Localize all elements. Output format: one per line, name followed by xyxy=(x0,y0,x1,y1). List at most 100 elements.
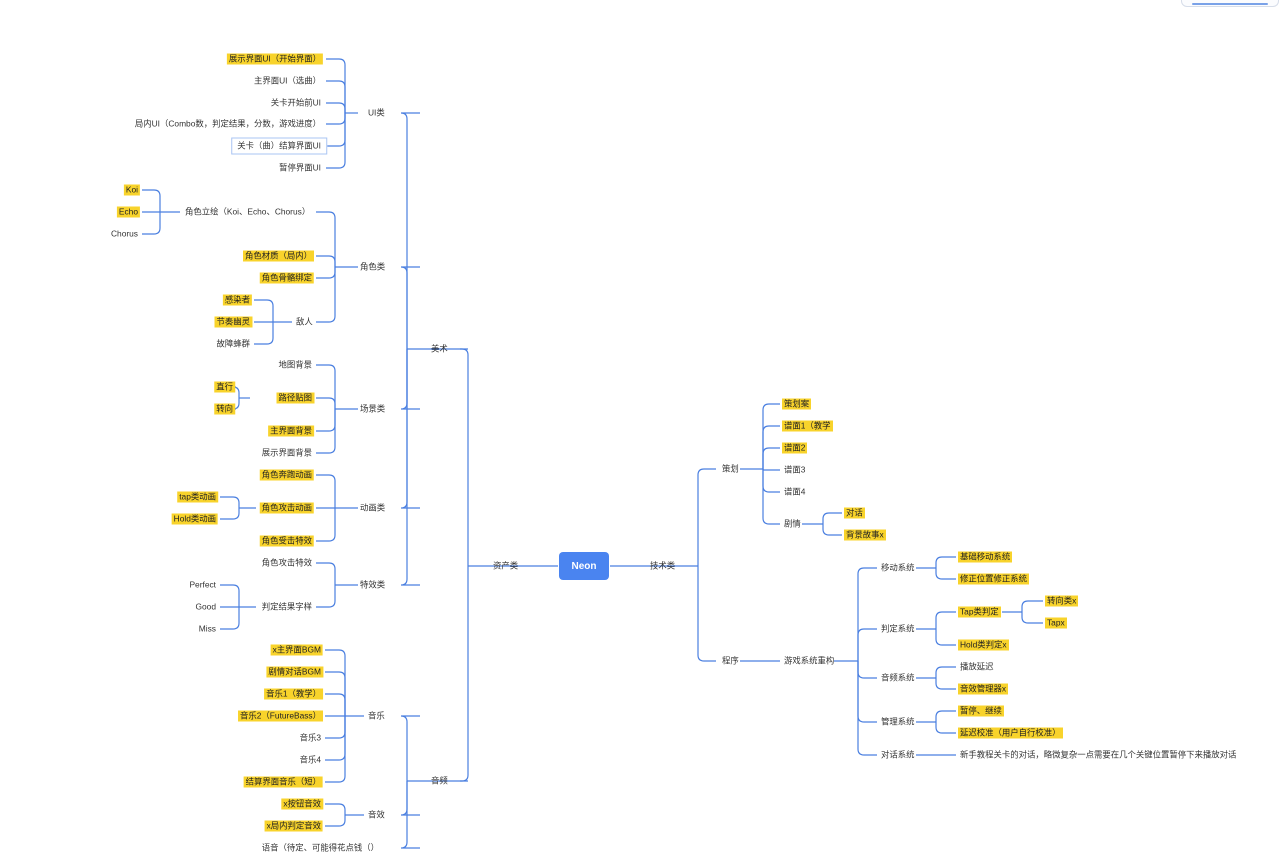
node-ui[interactable]: UI类 xyxy=(368,107,385,118)
node-sfx-item[interactable]: x局内判定音效 xyxy=(264,820,323,832)
node-enemy-item[interactable]: 故障蜂群 xyxy=(216,338,251,349)
node-judge[interactable]: 判定系统 xyxy=(881,623,915,634)
node-anim[interactable]: 动画类 xyxy=(360,502,386,513)
connector xyxy=(316,474,336,508)
connector xyxy=(935,666,956,678)
node-path-tex[interactable]: 路径贴图 xyxy=(276,392,314,404)
node-music-item[interactable]: 结算界面音乐（短） xyxy=(243,776,323,788)
node-enemy[interactable]: 敌人 xyxy=(296,316,313,327)
node-art[interactable]: 美术 xyxy=(431,343,448,354)
connector xyxy=(326,102,346,113)
node-tap-item[interactable]: Tapx xyxy=(1045,617,1067,629)
node-move[interactable]: 移动系统 xyxy=(881,562,915,573)
node-main-bg[interactable]: 主界面背景 xyxy=(268,425,314,437)
node-assets[interactable]: 资产类 xyxy=(493,560,519,571)
node-design-item[interactable]: 谱面2 xyxy=(782,442,808,454)
node-sound-item[interactable]: 播放延迟 xyxy=(960,661,994,672)
node-design-item[interactable]: 谱面3 xyxy=(784,464,806,475)
node-ui-item[interactable]: 展示界面UI（开始界面） xyxy=(226,53,323,65)
node-hold[interactable]: Hold类判定x xyxy=(958,639,1009,651)
node-story-item[interactable]: 背景故事x xyxy=(844,529,886,541)
node-music[interactable]: 音乐 xyxy=(368,710,385,721)
connector xyxy=(325,815,346,827)
connector xyxy=(935,556,956,568)
node-design[interactable]: 策划 xyxy=(722,463,739,474)
node-manage-item[interactable]: 延迟校准（用户自行校准） xyxy=(958,727,1063,739)
node-dialog[interactable]: 对话系统 xyxy=(881,749,915,760)
connector xyxy=(142,212,161,235)
node-move-item[interactable]: 基础移动系统 xyxy=(958,551,1013,563)
node-run[interactable]: 角色奔跑动画 xyxy=(259,469,314,481)
node-music-item[interactable]: x主界面BGM xyxy=(270,644,323,656)
node-judge-font-item[interactable]: Good xyxy=(195,601,217,612)
node-attack-item[interactable]: Hold类动画 xyxy=(171,513,218,525)
node-sfx-item[interactable]: x按钮音效 xyxy=(281,798,323,810)
node-music-item[interactable]: 音乐1（教学） xyxy=(264,688,323,700)
connector xyxy=(400,112,420,349)
node-arch[interactable]: 游戏系统重构 xyxy=(784,655,835,666)
node-portrait-item[interactable]: Chorus xyxy=(111,228,138,239)
node-design-item[interactable]: 谱面4 xyxy=(784,486,806,497)
connector xyxy=(762,403,780,469)
node-scene[interactable]: 场景类 xyxy=(360,403,386,414)
node-judge-font-item[interactable]: Miss xyxy=(198,623,216,634)
node-voice[interactable]: 语音（待定、可能得花点钱（） xyxy=(261,842,379,853)
node-music-item[interactable]: 剧情对话BGM xyxy=(266,666,323,678)
node-attack-fx[interactable]: 角色攻击特效 xyxy=(261,557,312,568)
node-judge-font-item[interactable]: Perfect xyxy=(189,579,216,590)
node-tap-item[interactable]: 转向类x xyxy=(1045,595,1079,607)
node-ui-item[interactable]: 局内UI（Combo数，判定结果，分数，游戏进度） xyxy=(134,118,321,129)
node-ui-item[interactable]: 暂停界面UI xyxy=(279,162,321,173)
node-hurt[interactable]: 角色受击特效 xyxy=(259,535,314,547)
node-music-item[interactable]: 音乐4 xyxy=(299,754,321,765)
connector xyxy=(822,512,842,524)
node-design-item[interactable]: 谱面1（教学 xyxy=(782,420,833,432)
node-move-item[interactable]: 修正位置修正系统 xyxy=(958,573,1029,585)
node-tech[interactable]: 技术类 xyxy=(650,560,676,571)
node-sound[interactable]: 音频系统 xyxy=(881,672,915,683)
node-show-bg[interactable]: 展示界面背景 xyxy=(261,447,312,458)
node-portrait[interactable]: 角色立绘（Koi、Echo、Chorus） xyxy=(185,206,311,217)
node-rig[interactable]: 角色骨骼绑定 xyxy=(259,272,314,284)
connector xyxy=(857,661,877,756)
node-ui-item[interactable]: 主界面UI（选曲） xyxy=(254,75,321,86)
connector xyxy=(254,299,274,322)
node-ui-item-selected[interactable]: 关卡（曲）结算界面UI xyxy=(231,137,327,155)
node-dialog-desc[interactable]: 新手教程关卡的对话，略微复杂一点需要在几个关键位置暂停下来播放对话 xyxy=(960,749,1237,760)
node-character[interactable]: 角色类 xyxy=(360,261,386,272)
connector xyxy=(325,693,346,716)
node-audio[interactable]: 音频 xyxy=(431,775,448,786)
node-enemy-item[interactable]: 感染者 xyxy=(222,294,252,306)
node-portrait-item[interactable]: Echo xyxy=(116,206,140,218)
node-fx[interactable]: 特效类 xyxy=(360,579,386,590)
connector xyxy=(762,469,780,493)
node-material[interactable]: 角色材质（局内） xyxy=(243,250,314,262)
node-story-item[interactable]: 对话 xyxy=(844,507,865,519)
node-portrait-item[interactable]: Koi xyxy=(123,184,140,196)
root-node[interactable]: Neon xyxy=(559,552,609,580)
connector xyxy=(220,584,240,607)
connector xyxy=(857,661,877,723)
connector xyxy=(220,607,240,630)
node-attack-item[interactable]: tap类动画 xyxy=(177,491,218,503)
mindmap-edges xyxy=(142,58,1043,849)
node-manage[interactable]: 管理系统 xyxy=(881,716,915,727)
node-path-item[interactable]: 直行 xyxy=(214,381,235,393)
node-tap[interactable]: Tap类判定 xyxy=(958,606,1001,618)
node-program[interactable]: 程序 xyxy=(722,655,739,666)
connector xyxy=(316,364,336,409)
connector xyxy=(935,568,956,580)
node-path-item[interactable]: 转向 xyxy=(214,403,235,415)
node-ui-item[interactable]: 关卡开始前UI xyxy=(270,97,321,108)
node-music-item[interactable]: 音乐2（FutureBass） xyxy=(238,710,323,722)
node-judge-font[interactable]: 判定结果字样 xyxy=(261,601,312,612)
node-design-item[interactable]: 策划案 xyxy=(782,398,812,410)
node-manage-item[interactable]: 暂停、继续 xyxy=(958,705,1004,717)
node-story[interactable]: 剧情 xyxy=(784,518,801,529)
node-enemy-item[interactable]: 节奏幽灵 xyxy=(214,316,252,328)
node-sfx[interactable]: 音效 xyxy=(368,809,385,820)
node-map-bg[interactable]: 地图背景 xyxy=(278,359,313,370)
node-sound-item[interactable]: 音效管理器x xyxy=(958,683,1009,695)
node-music-item[interactable]: 音乐3 xyxy=(299,732,321,743)
node-attack[interactable]: 角色攻击动画 xyxy=(259,502,314,514)
